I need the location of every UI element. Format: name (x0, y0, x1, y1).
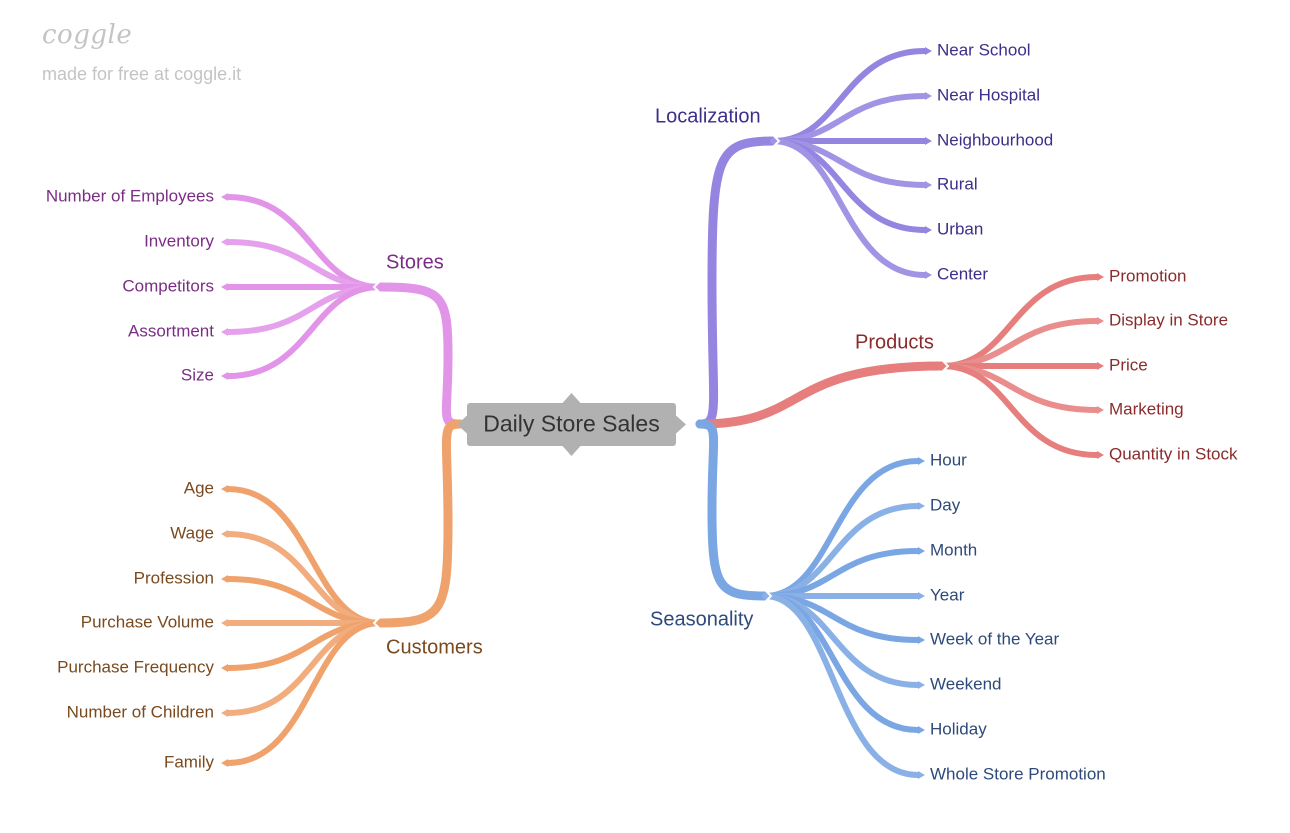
leaf-arrow (1097, 362, 1104, 370)
leaf-label[interactable]: Display in Store (1109, 310, 1228, 329)
leaf-label[interactable]: Profession (134, 568, 214, 587)
leaf-label[interactable]: Center (937, 264, 988, 283)
leaf-arrow (918, 502, 925, 510)
leaf-arrow (1097, 451, 1104, 459)
leaf-label[interactable]: Month (930, 540, 977, 559)
branch-label-products[interactable]: Products (855, 331, 934, 353)
watermark-tagline: made for free at coggle.it (42, 64, 242, 84)
leaf-arrow (918, 592, 925, 600)
branch-label-customers[interactable]: Customers (386, 636, 483, 658)
branch-line-seasonality (695, 419, 770, 601)
root-right-notch (676, 415, 686, 434)
leaf-arrow (221, 664, 228, 672)
hub-chevron (764, 589, 773, 603)
leaf-arrow (925, 181, 932, 189)
root-left-notch (457, 415, 467, 434)
leaf-arrow (221, 283, 228, 291)
root-box[interactable] (467, 403, 676, 446)
root-bottom-notch (562, 446, 581, 456)
leaf-label[interactable]: Week of the Year (930, 629, 1060, 648)
leaf-line (939, 363, 1100, 458)
leaf-arrow (1097, 317, 1104, 325)
leaf-label[interactable]: Day (930, 495, 961, 514)
branch-line-stores (375, 282, 465, 429)
leaf-label[interactable]: Age (184, 478, 214, 497)
leaf-label[interactable]: Promotion (1109, 266, 1186, 285)
branch-label-localization[interactable]: Localization (655, 105, 761, 127)
branch-lines (375, 136, 947, 628)
leaf-label[interactable]: Whole Store Promotion (930, 764, 1106, 783)
root-top-notch (562, 393, 581, 403)
leaf-label[interactable]: Number of Employees (46, 186, 214, 205)
leaf-arrow (221, 485, 228, 493)
leaf-label[interactable]: Urban (937, 219, 983, 238)
leaf-label[interactable]: Near Hospital (937, 85, 1040, 104)
leaf-arrow (221, 238, 228, 246)
branch-line-customers (375, 419, 465, 628)
leaf-arrow (1097, 406, 1104, 414)
leaf-arrow (221, 759, 228, 767)
leaf-label[interactable]: Inventory (144, 231, 214, 250)
leaf-label[interactable]: Wage (170, 523, 214, 542)
leaf-line (225, 486, 383, 626)
leaf-label[interactable]: Holiday (930, 719, 987, 738)
leaf-label[interactable]: Purchase Volume (81, 612, 214, 631)
leaf-label[interactable]: Weekend (930, 674, 1002, 693)
watermark-logo: coggle (42, 20, 133, 50)
leaf-arrow (925, 47, 932, 55)
leaf-line (225, 284, 383, 379)
branch-label-seasonality[interactable]: Seasonality (650, 608, 753, 630)
leaf-arrow (221, 619, 228, 627)
leaf-label[interactable]: Rural (937, 174, 978, 193)
leaf-line (762, 593, 921, 733)
leaf-arrow (221, 575, 228, 583)
leaf-line (770, 138, 928, 278)
leaf-arrow (925, 226, 932, 234)
leaf-label[interactable]: Purchase Frequency (57, 657, 214, 676)
branch-line-localization (695, 136, 778, 429)
leaf-arrow (1097, 273, 1104, 281)
leaf-lines (221, 47, 1104, 779)
leaf-label[interactable]: Neighbourhood (937, 130, 1053, 149)
hub-chevron (372, 280, 381, 294)
leaf-line (225, 620, 383, 766)
hub-chevron (772, 134, 781, 148)
leaf-label[interactable]: Price (1109, 355, 1148, 374)
leaf-label[interactable]: Number of Children (67, 702, 214, 721)
leaf-arrow (925, 137, 932, 145)
leaf-label[interactable]: Hour (930, 450, 967, 469)
leaf-arrow (221, 193, 228, 201)
leaf-label[interactable]: Quantity in Stock (1109, 444, 1238, 463)
leaf-arrow (925, 92, 932, 100)
leaf-label[interactable]: Marketing (1109, 399, 1184, 418)
leaf-arrow (918, 636, 925, 644)
leaf-arrow (925, 271, 932, 279)
leaf-arrow (918, 681, 925, 689)
root-label[interactable]: Daily Store Sales (483, 411, 659, 437)
branch-line-products (695, 361, 947, 429)
leaf-label[interactable]: Assortment (128, 321, 214, 340)
leaf-line (762, 458, 921, 599)
leaf-arrow (221, 328, 228, 336)
leaf-arrow (221, 709, 228, 717)
leaf-arrow (221, 372, 228, 380)
leaf-arrow (918, 547, 925, 555)
leaf-label[interactable]: Year (930, 585, 965, 604)
leaf-arrow (221, 530, 228, 538)
branch-label-stores[interactable]: Stores (386, 251, 444, 273)
leaf-arrow (918, 457, 925, 465)
leaf-label[interactable]: Near School (937, 40, 1031, 59)
leaf-label[interactable]: Family (164, 752, 215, 771)
leaf-label[interactable]: Competitors (122, 276, 214, 295)
leaf-arrow (918, 771, 925, 779)
root-node: Daily Store Sales (457, 393, 686, 456)
leaf-line (762, 593, 921, 778)
hub-chevron (941, 359, 950, 373)
leaf-arrow (918, 726, 925, 734)
leaf-label[interactable]: Size (181, 365, 214, 384)
hub-chevron (372, 616, 381, 630)
